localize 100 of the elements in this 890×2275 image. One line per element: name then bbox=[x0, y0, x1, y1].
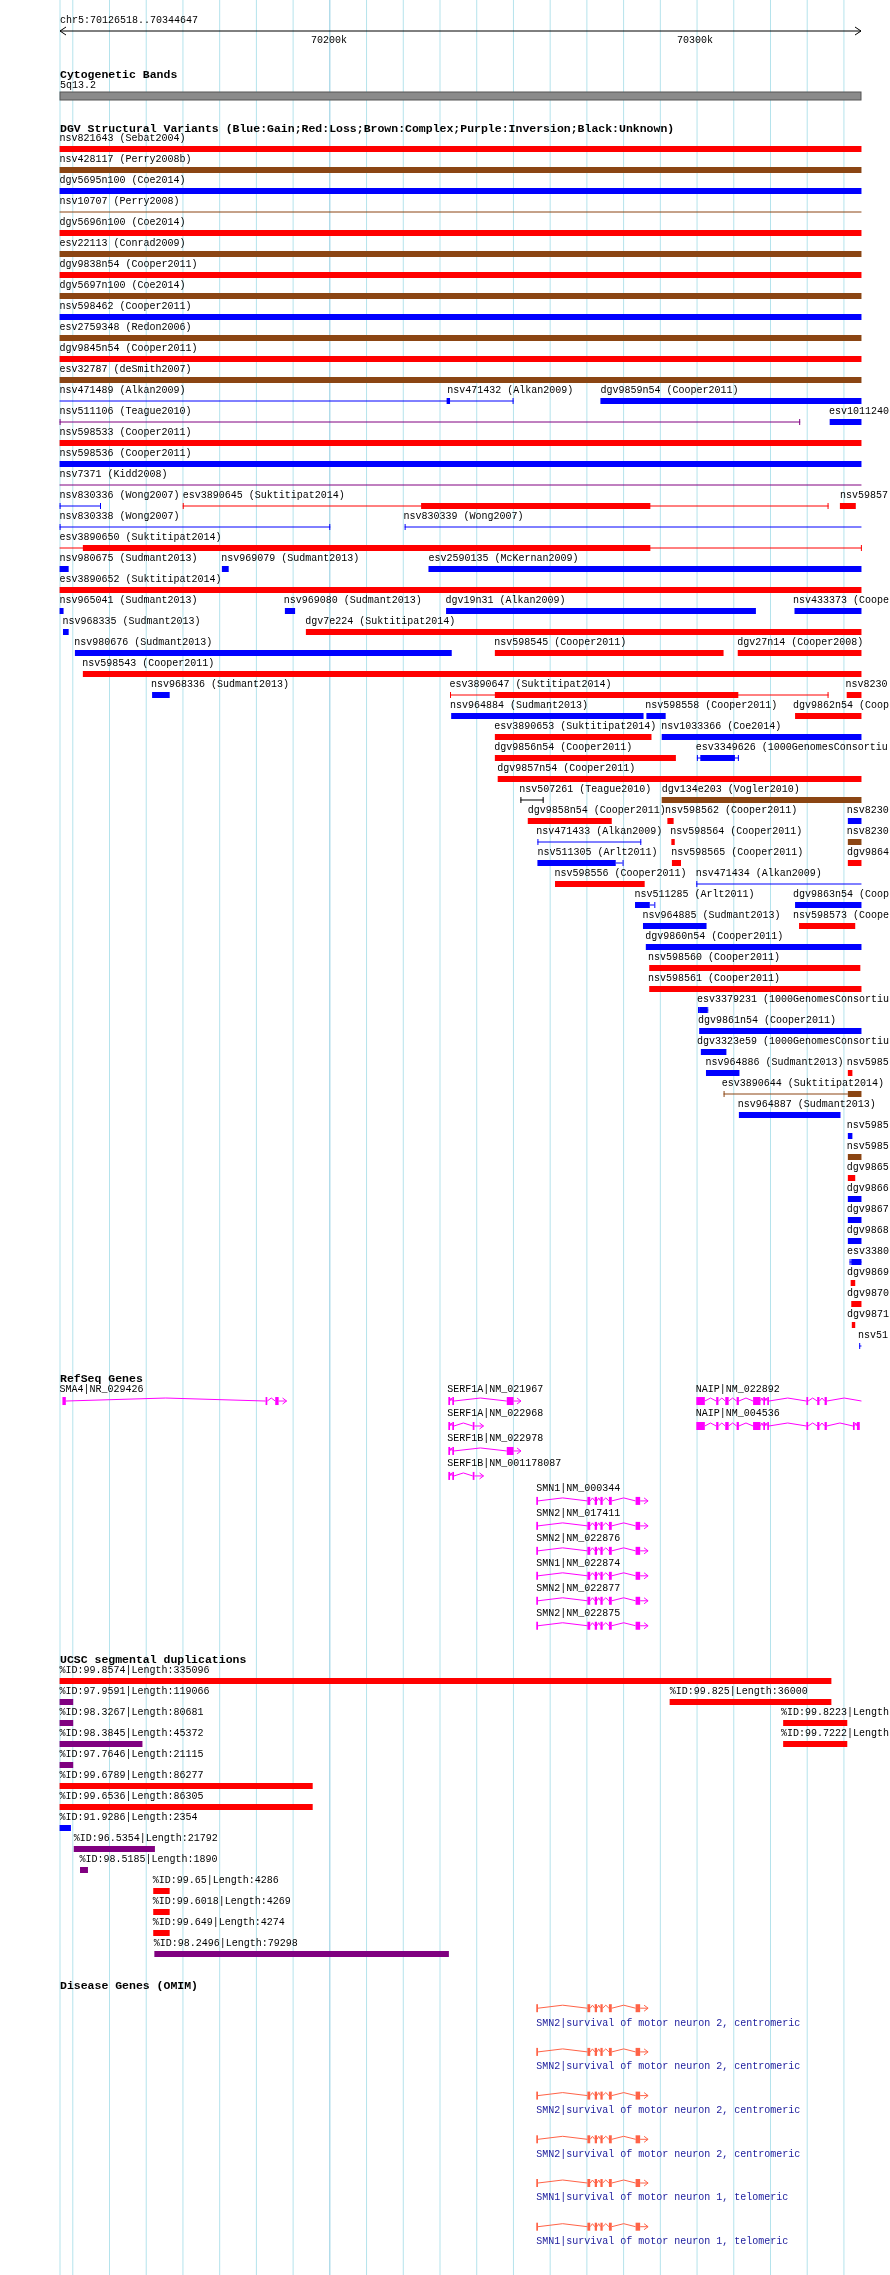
gene-label: SMN2|NM_017411 bbox=[536, 1508, 621, 1521]
variant-label: nsv598533 (Cooper2011) bbox=[59, 427, 192, 439]
variant-label: dgv9861n54 (Cooper2011) bbox=[698, 1015, 837, 1027]
gene-label: SMN2|NM_022875 bbox=[536, 1608, 621, 1621]
variant-label: esv3349626 (1000GenomesConsortiu bbox=[695, 742, 888, 754]
variant-label: nsv511106 (Teague2010) bbox=[59, 406, 192, 418]
gene-label: NAIP|NM_004536 bbox=[695, 1408, 780, 1421]
variant-label: nsv830336 (Wong2007) bbox=[59, 490, 180, 502]
variant-label: nsv7371 (Kidd2008) bbox=[59, 469, 168, 481]
variant-label: nsv965041 (Sudmant2013) bbox=[59, 595, 198, 607]
variant-label: nsv59857 bbox=[839, 490, 888, 502]
variant-label: nsv8230 bbox=[846, 805, 889, 817]
variant-label: nsv5985 bbox=[846, 1057, 889, 1069]
gene-label: SERF1B|NM_001178087 bbox=[447, 1458, 562, 1471]
variant-label: esv22113 (Conrad2009) bbox=[59, 238, 186, 250]
variant-label: esv3890645 (Suktitipat2014) bbox=[182, 490, 345, 502]
variant-label: nsv10707 (Perry2008) bbox=[59, 196, 180, 208]
gene-label: SMN2|NM_022877 bbox=[536, 1583, 621, 1596]
variant-label: nsv598545 (Cooper2011) bbox=[494, 637, 627, 649]
variant-label: dgv19n31 (Alkan2009) bbox=[445, 595, 566, 607]
variant-label: nsv598556 (Cooper2011) bbox=[554, 868, 687, 880]
variant-label: nsv5985 bbox=[846, 1120, 889, 1132]
variant-label: nsv980675 (Sudmant2013) bbox=[59, 553, 198, 565]
variant-label: esv1011240 bbox=[829, 406, 889, 418]
duplication-label: %ID:98.3845|Length:45372 bbox=[59, 1728, 204, 1740]
gene-label: SERF1B|NM_022978 bbox=[447, 1433, 544, 1446]
variant-label: nsv598573 (Coope bbox=[793, 910, 889, 922]
variant-label: dgv9869 bbox=[847, 1267, 889, 1279]
variant-label: nsv428117 (Perry2008b) bbox=[59, 154, 192, 166]
variant-label: nsv830338 (Wong2007) bbox=[59, 511, 180, 523]
variant-label: nsv511305 (Arlt2011) bbox=[537, 847, 658, 859]
variant-label: esv3890647 (Suktitipat2014) bbox=[449, 679, 612, 691]
variant-label: dgv9871 bbox=[847, 1309, 889, 1321]
variant-label: dgv9838n54 (Cooper2011) bbox=[59, 259, 198, 271]
variant-label: dgv9857n54 (Cooper2011) bbox=[497, 763, 636, 775]
track-title: Disease Genes (OMIM) bbox=[60, 1979, 199, 1992]
duplication-label: %ID:99.65|Length:4286 bbox=[152, 1875, 279, 1887]
variant-label: dgv134e203 (Vogler2010) bbox=[661, 784, 800, 796]
variant-label: dgv9858n54 (Cooper2011) bbox=[527, 805, 666, 817]
variant-label: esv32787 (deSmith2007) bbox=[59, 364, 192, 376]
variant-label: dgv9865 bbox=[846, 1162, 889, 1174]
gene-label: SMA4|NR_029426 bbox=[59, 1383, 144, 1396]
track-title: RefSeq Genes bbox=[60, 1371, 143, 1385]
tick-label: 70300k bbox=[677, 35, 713, 47]
variant-label: nsv507261 (Teague2010) bbox=[519, 784, 652, 796]
gene-label: NAIP|NM_022892 bbox=[695, 1383, 780, 1396]
variant-label: nsv964884 (Sudmant2013) bbox=[450, 700, 589, 712]
tick-label: 70200k bbox=[311, 35, 347, 47]
variant-label: nsv598462 (Cooper2011) bbox=[59, 301, 192, 313]
disease-gene-label: SMN2|survival of motor neuron 2, centromeric bbox=[536, 2148, 801, 2161]
variant-label: nsv471432 (Alkan2009) bbox=[447, 385, 574, 397]
disease-gene-label: SMN1|survival of motor neuron 1, telomeric bbox=[536, 2192, 789, 2205]
variant-label: nsv598543 (Cooper2011) bbox=[82, 658, 215, 670]
gene-label: SMN1|NM_000344 bbox=[536, 1483, 621, 1496]
variant-label: nsv964885 (Sudmant2013) bbox=[642, 910, 781, 922]
variant-label: esv3890652 (Suktitipat2014) bbox=[59, 574, 222, 586]
duplication-label: %ID:99.649|Length:4274 bbox=[152, 1917, 285, 1929]
variant-label: nsv598565 (Cooper2011) bbox=[671, 847, 804, 859]
variant-label: dgv9859n54 (Cooper2011) bbox=[600, 385, 739, 397]
duplication-label: %ID:98.3267|Length:80681 bbox=[59, 1707, 204, 1719]
variant-label: nsv964887 (Sudmant2013) bbox=[737, 1099, 876, 1111]
variant-label: dgv3323e59 (1000GenomesConsortiu bbox=[697, 1036, 890, 1048]
variant-label: esv3380 bbox=[847, 1246, 889, 1258]
variant-label: dgv27n14 (Cooper2008) bbox=[737, 637, 864, 649]
variant-label: nsv8230 bbox=[845, 679, 888, 691]
variant-label: nsv968335 (Sudmant2013) bbox=[62, 616, 201, 628]
duplication-label: %ID:99.8223|Length bbox=[781, 1707, 890, 1719]
duplication-label: %ID:99.6018|Length:4269 bbox=[152, 1896, 291, 1908]
gene-label: SMN2|NM_022876 bbox=[536, 1533, 621, 1546]
coordinate-range-label: chr5:70126518..70344647 bbox=[60, 15, 199, 27]
variant-label: nsv598564 (Cooper2011) bbox=[670, 826, 803, 838]
variant-label: esv3379231 (1000GenomesConsortiu bbox=[696, 994, 889, 1006]
variant-label: esv2590135 (McKernan2009) bbox=[428, 553, 579, 565]
variant-label: dgv9866 bbox=[846, 1183, 889, 1195]
variant-label: nsv830339 (Wong2007) bbox=[403, 511, 524, 523]
variant-label: dgv5695n100 (Coe2014) bbox=[59, 175, 186, 187]
variant-label: nsv969080 (Sudmant2013) bbox=[283, 595, 422, 607]
gene-label: SERF1A|NM_022968 bbox=[447, 1408, 544, 1421]
duplication-label: %ID:99.6789|Length:86277 bbox=[59, 1770, 204, 1782]
variant-label: dgv9856n54 (Cooper2011) bbox=[494, 742, 633, 754]
duplication-label: %ID:99.6536|Length:86305 bbox=[59, 1791, 204, 1803]
variant-label: nsv968336 (Sudmant2013) bbox=[150, 679, 289, 691]
variant-label: nsv598536 (Cooper2011) bbox=[59, 448, 192, 460]
duplication-label: %ID:98.2496|Length:79298 bbox=[153, 1938, 298, 1950]
disease-gene-label: SMN2|survival of motor neuron 2, centromeric bbox=[536, 2061, 801, 2074]
variant-label: dgv7e224 (Suktitipat2014) bbox=[305, 616, 456, 628]
variant-label: nsv964886 (Sudmant2013) bbox=[705, 1057, 844, 1069]
variant-label: nsv471433 (Alkan2009) bbox=[536, 826, 663, 838]
variant-label: dgv9870 bbox=[847, 1288, 889, 1300]
duplication-label: %ID:99.825|Length:36000 bbox=[669, 1686, 808, 1698]
variant-label: nsv471434 (Alkan2009) bbox=[695, 868, 822, 880]
duplication-label: %ID:91.9286|Length:2354 bbox=[59, 1812, 198, 1824]
track-title: UCSC segmental duplications bbox=[60, 1652, 247, 1666]
variant-label: nsv821643 (Sebat2004) bbox=[59, 133, 186, 145]
variant-label: dgv9860n54 (Cooper2011) bbox=[645, 931, 784, 943]
duplication-label: %ID:96.5354|Length:21792 bbox=[73, 1833, 218, 1845]
duplication-label: %ID:97.9591|Length:119066 bbox=[59, 1686, 210, 1698]
variant-label: nsv969079 (Sudmant2013) bbox=[221, 553, 360, 565]
variant-label: dgv9864 bbox=[847, 847, 889, 859]
variant-label: nsv980676 (Sudmant2013) bbox=[74, 637, 213, 649]
